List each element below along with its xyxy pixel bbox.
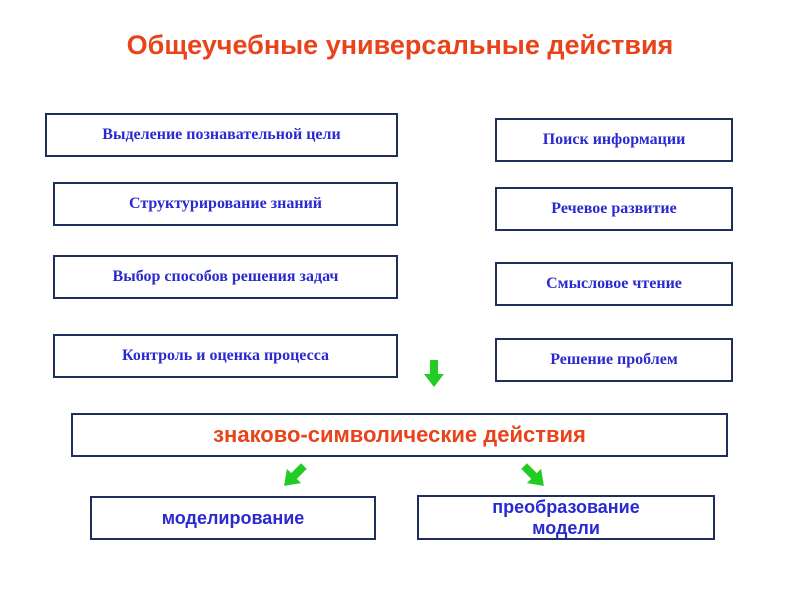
right-box-4-label: Решение проблем — [550, 351, 678, 368]
arrow-down-left-icon — [284, 463, 307, 486]
left-box-2: Структурирование знаний — [53, 182, 398, 226]
left-box-4-label: Контроль и оценка процесса — [122, 347, 329, 364]
left-box-3-label: Выбор способов решения задач — [112, 268, 339, 285]
right-box-2-label: Речевое развитие — [551, 200, 677, 217]
center-box-label: знаково-символические действия — [213, 422, 586, 447]
left-box-2-label: Структурирование знаний — [128, 195, 323, 212]
down-arrow-icon — [424, 360, 444, 387]
center-box: знаково-символические действия — [71, 413, 728, 457]
right-box-3: Смысловое чтение — [495, 262, 733, 306]
left-box-3: Выбор способов решения задач — [53, 255, 398, 299]
diagram-title: Общеучебные универсальные действия — [126, 30, 674, 60]
left-box-4: Контроль и оценка процесса — [53, 334, 398, 378]
bottom-left-box: моделирование — [90, 496, 376, 540]
right-box-2: Речевое развитие — [495, 187, 733, 231]
arrow-down-right-icon — [521, 463, 544, 486]
right-box-3-label: Смысловое чтение — [546, 275, 682, 292]
bottom-right-box: преобразование модели — [417, 495, 715, 540]
bottom-left-box-label: моделирование — [161, 507, 305, 528]
left-box-1-label: Выделение познавательной цели — [102, 126, 341, 143]
right-box-4: Решение проблем — [495, 338, 733, 382]
right-box-1: Поиск информации — [495, 118, 733, 162]
bottom-right-box-label: преобразование модели — [492, 497, 640, 538]
left-box-1: Выделение познавательной цели — [45, 113, 398, 157]
right-box-1-label: Поиск информации — [542, 131, 686, 148]
